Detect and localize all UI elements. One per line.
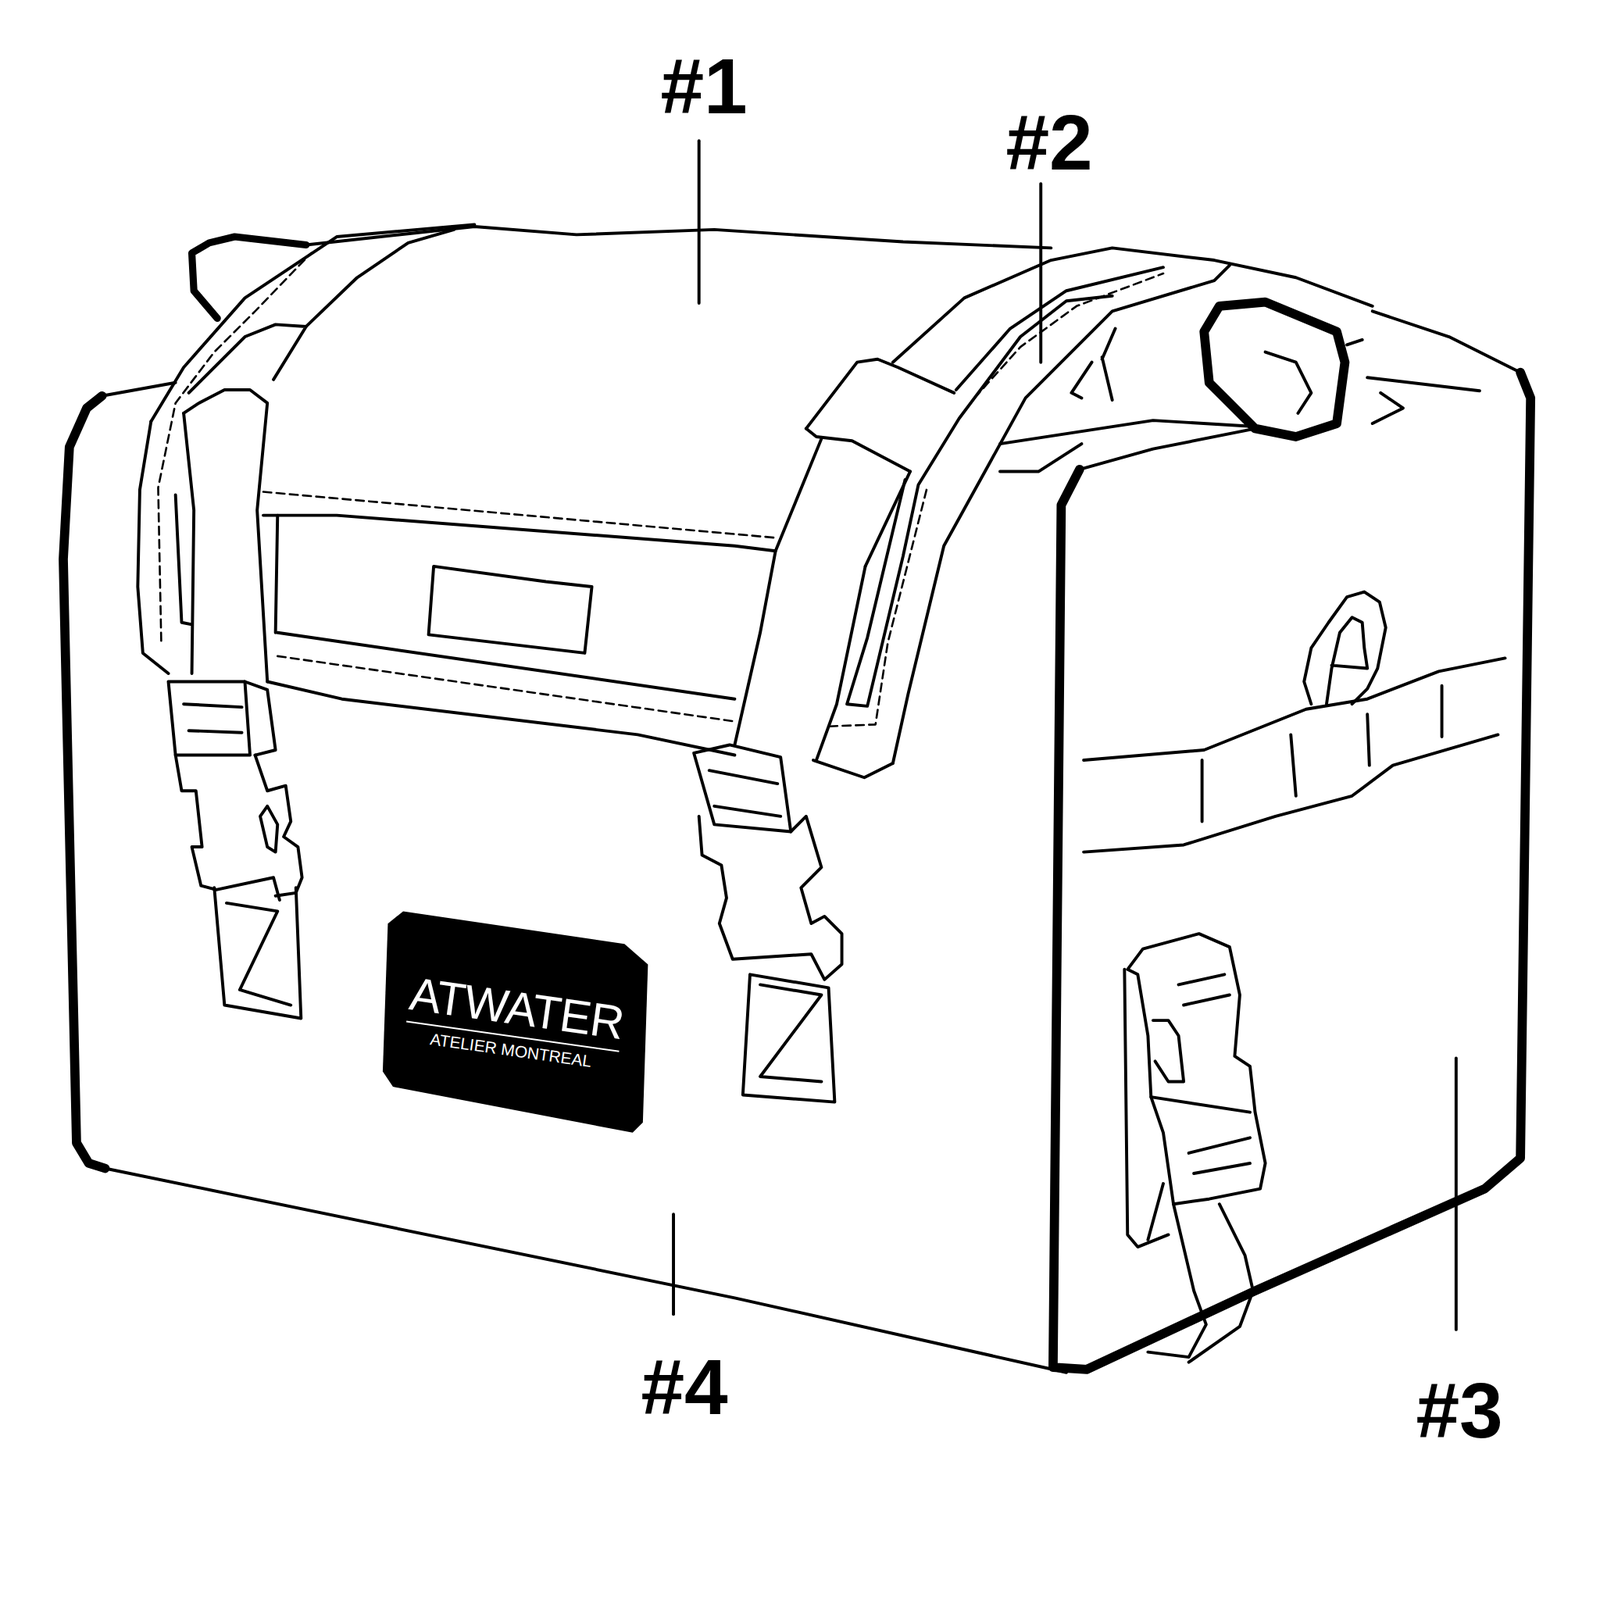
callout-number: #1 — [660, 46, 747, 125]
callout-number: #4 — [640, 1347, 728, 1426]
callout-number: #3 — [1415, 1371, 1503, 1450]
logo-patch: ATWATERATELIER MONTREAL — [379, 906, 650, 1137]
callout-number: #2 — [1005, 103, 1093, 182]
patch-fill — [382, 911, 648, 1133]
